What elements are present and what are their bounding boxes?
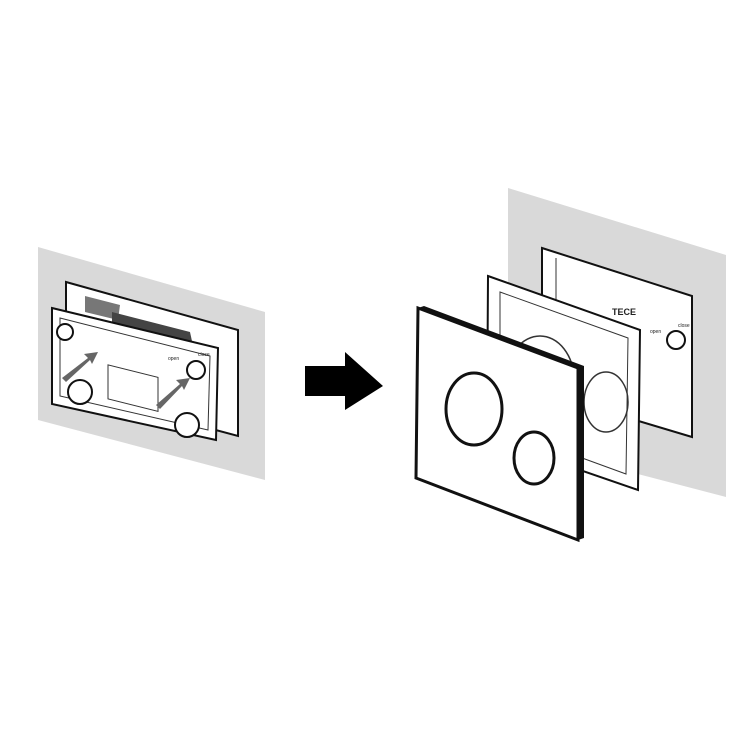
push-arrow-2	[156, 378, 190, 409]
flush-button-large	[444, 371, 504, 447]
screw-bottom-left	[67, 379, 93, 405]
step-arrow-icon	[305, 352, 383, 410]
close-label-left: close	[198, 352, 210, 358]
before-step: open close	[38, 247, 265, 480]
close-label-right: close	[678, 323, 690, 329]
open-label-right: open	[650, 329, 661, 335]
plate-window	[107, 364, 159, 413]
spring-left	[85, 296, 120, 320]
open-close-knob-left	[186, 360, 206, 380]
mounting-plate-left	[51, 306, 220, 442]
mounting-plate-inner	[59, 317, 211, 431]
push-arrow-1	[62, 352, 98, 382]
after-step: TECE open close	[414, 188, 726, 543]
open-label-left: open	[168, 356, 179, 362]
screw-top-left	[56, 323, 74, 341]
flush-button-small	[512, 430, 556, 486]
screw-bottom-right	[174, 412, 200, 438]
brand-logo: TECE	[612, 307, 636, 317]
open-close-knob-right	[666, 330, 686, 350]
